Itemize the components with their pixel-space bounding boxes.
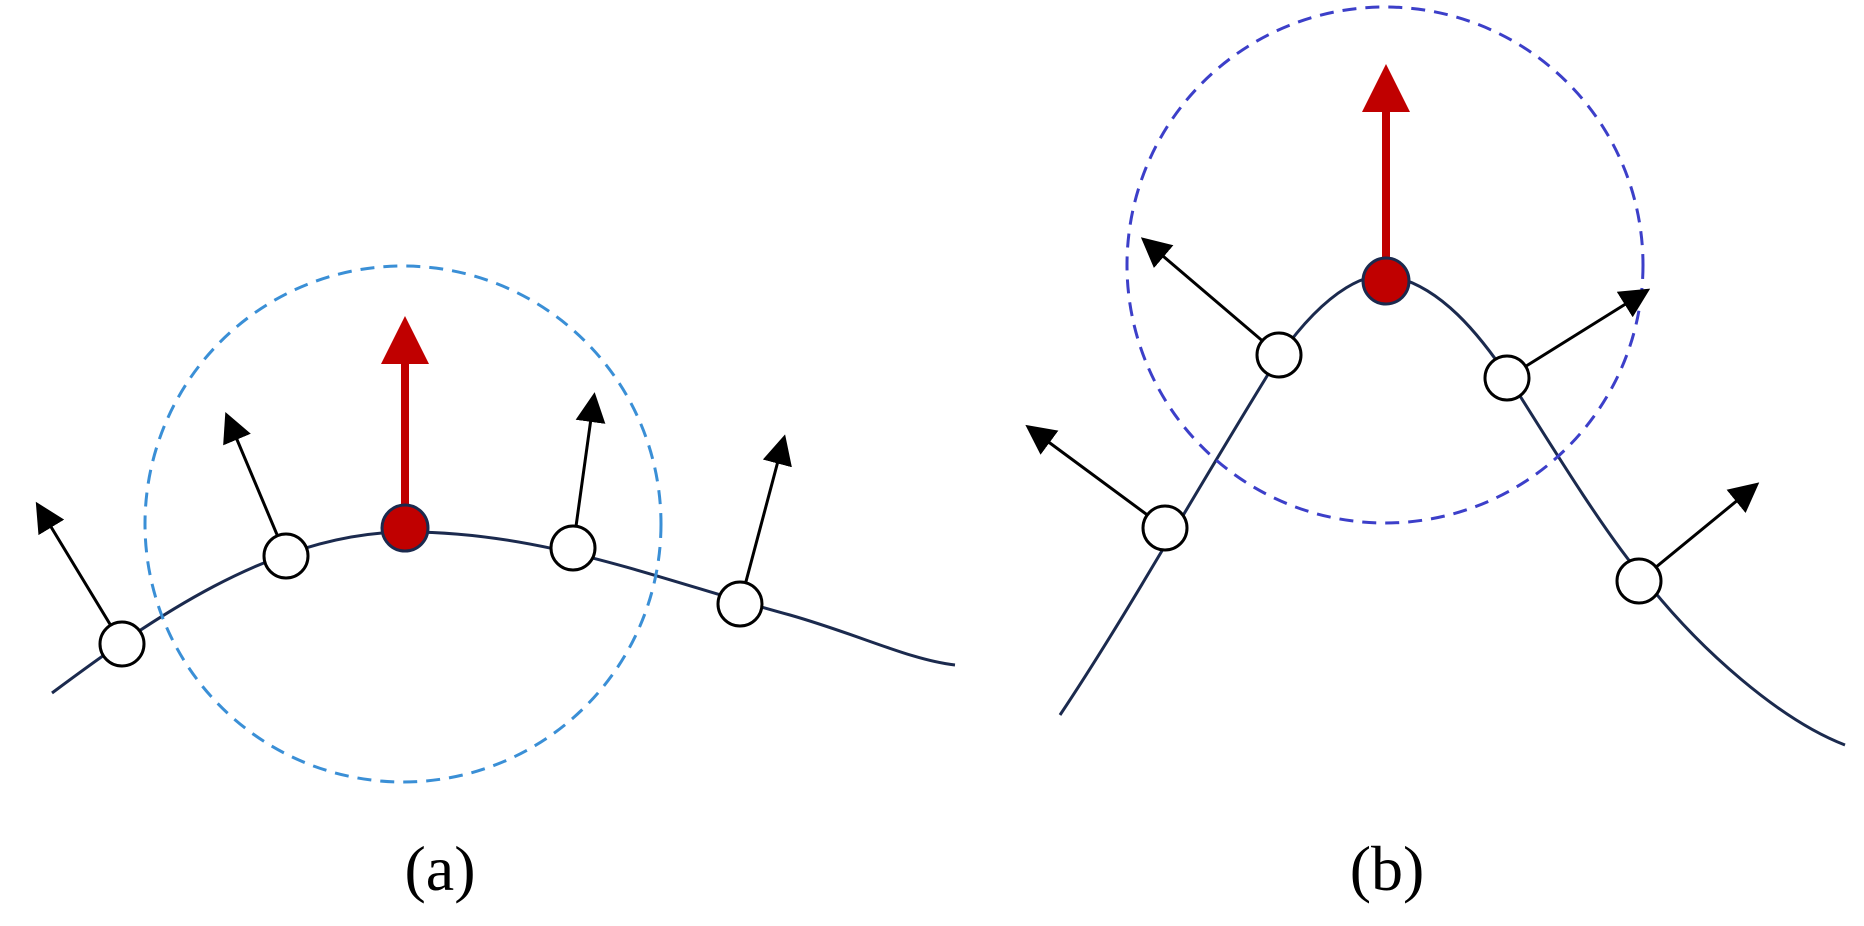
- panel-a-normal-arrow-1: [35, 501, 124, 645]
- panel-a-query-point: [380, 503, 430, 553]
- panel-a-caption: (a): [404, 833, 475, 904]
- panel-b-sample-point-2: [1255, 331, 1303, 379]
- panel-b: (b): [1025, 5, 1846, 904]
- panel-b-sample-point-4: [1615, 557, 1663, 605]
- panel-a-neighborhood-circle: [143, 264, 663, 784]
- panel-b-normal-arrow-4: [1638, 482, 1760, 583]
- panel-b-curve: [1058, 273, 1846, 747]
- panel-b-caption: (b): [1350, 833, 1425, 904]
- panel-b-normal-arrow-3: [1506, 288, 1651, 380]
- panel-a: (a): [35, 264, 956, 904]
- panel-b-query-point: [1361, 256, 1411, 306]
- panel-a-normal-arrow-4: [738, 434, 792, 605]
- panel-a-normal-arrow-2: [223, 411, 288, 557]
- panel-a-sample-point-4: [716, 580, 764, 628]
- panel-a-sample-point-3: [549, 524, 597, 572]
- panel-b-sample-point-1: [1141, 504, 1189, 552]
- panel-b-sample-point-3: [1483, 354, 1531, 402]
- panel-b-neighborhood-circle: [1125, 5, 1645, 525]
- panel-a-normal-arrow-3: [571, 392, 606, 549]
- panel-b-normal-arrow-1: [1025, 424, 1166, 530]
- panel-a-sample-point-2: [262, 532, 310, 580]
- panel-b-normal-arrow-2: [1140, 237, 1280, 357]
- panel-a-sample-point-1: [98, 620, 146, 668]
- panel-a-curve: [51, 530, 956, 695]
